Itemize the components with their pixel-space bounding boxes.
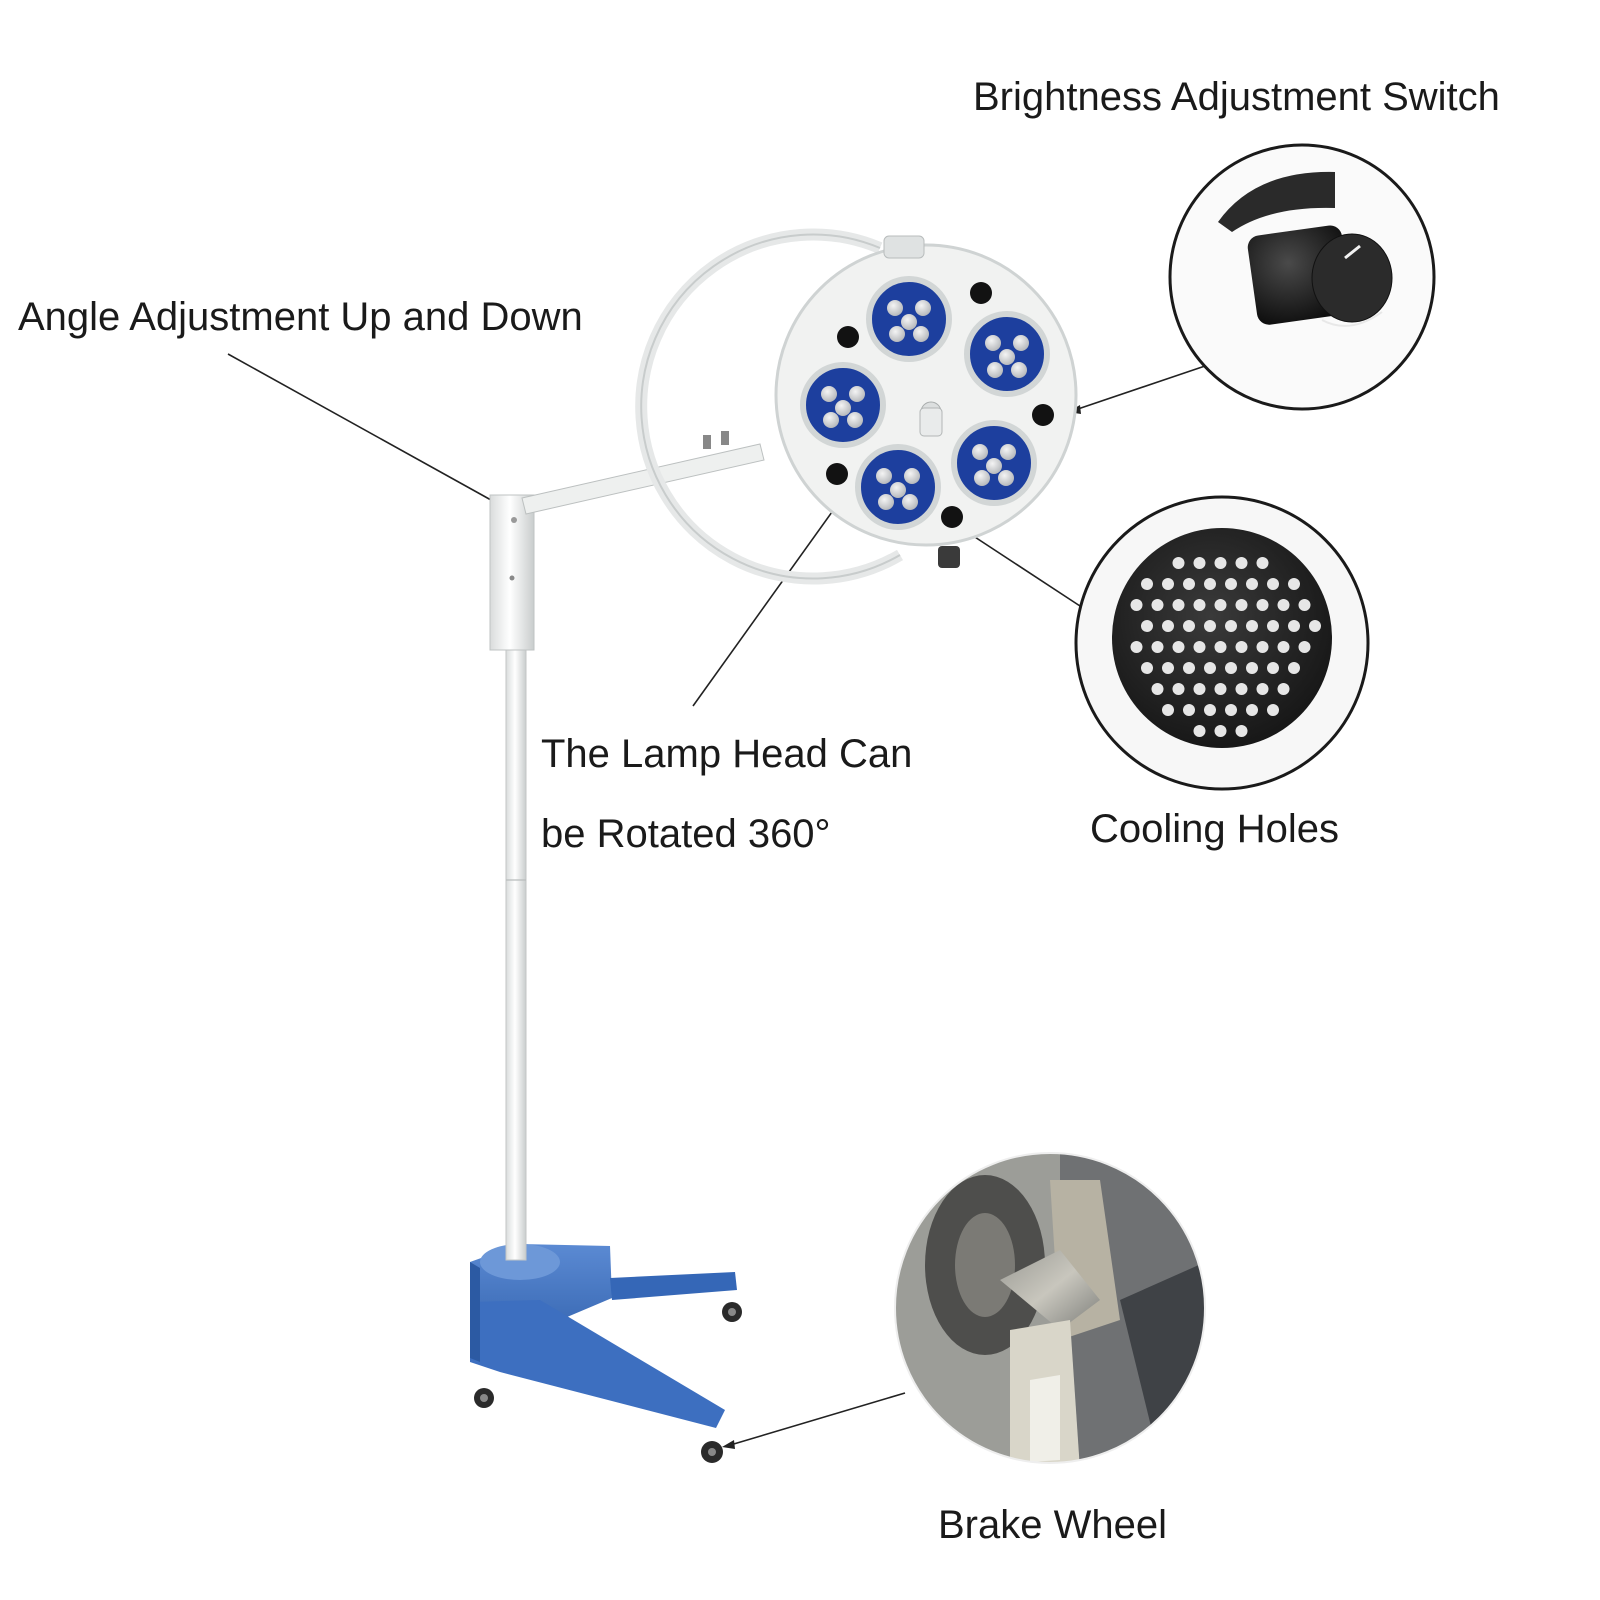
vent-hole <box>1246 578 1258 590</box>
vent-hole <box>1235 725 1248 737</box>
vent-hole <box>1298 641 1311 653</box>
vent-hole <box>1298 599 1311 611</box>
vent-hole <box>1130 599 1143 611</box>
cooling-vent-icon <box>1074 495 1370 791</box>
led-bulbs <box>821 300 1029 510</box>
vent-hole <box>1183 620 1195 632</box>
vent-hole <box>1193 599 1206 611</box>
vent-hole <box>1193 641 1206 653</box>
vent-hole <box>1235 599 1248 611</box>
vent-hole <box>1204 704 1216 716</box>
vent-hole <box>1267 620 1279 632</box>
lamp-head-icon <box>635 228 1078 585</box>
vent-hole <box>1204 578 1216 590</box>
vent-holes <box>1130 557 1321 737</box>
leader-lines <box>227 353 1209 1447</box>
lamp-cooling-holes <box>826 282 1054 528</box>
vent-hole <box>1225 620 1237 632</box>
vent-hole <box>1214 725 1227 737</box>
brake-wheel-icon <box>894 1152 1206 1464</box>
vent-hole <box>1151 599 1164 611</box>
vent-hole <box>1162 704 1174 716</box>
stand-pole <box>489 494 535 1261</box>
vent-hole <box>1172 557 1185 569</box>
vent-hole <box>1256 641 1269 653</box>
vent-hole <box>1256 599 1269 611</box>
rotation-label: The Lamp Head Can be Rotated 360° <box>541 714 912 874</box>
leader-angle <box>227 353 501 506</box>
brightness-knob-icon <box>1168 143 1436 411</box>
stand-base <box>470 1244 737 1428</box>
leader-brake <box>726 1392 906 1447</box>
vent-hole <box>1193 725 1206 737</box>
vent-hole <box>1256 557 1269 569</box>
vent-hole <box>1235 557 1248 569</box>
vent-hole <box>1246 662 1258 674</box>
vent-hole <box>1267 662 1279 674</box>
vent-hole <box>1277 599 1290 611</box>
stand-arm <box>521 431 765 515</box>
vent-hole <box>1172 599 1185 611</box>
rotation-label-line2: be Rotated 360° <box>541 812 831 856</box>
vent-hole <box>1235 683 1248 695</box>
vent-hole <box>1214 557 1227 569</box>
vent-hole <box>1151 641 1164 653</box>
rotation-label-line1: The Lamp Head Can <box>541 732 913 776</box>
leader-brightness <box>1071 364 1209 412</box>
vent-hole <box>1183 704 1195 716</box>
vent-hole <box>1172 683 1185 695</box>
vent-hole <box>1267 578 1279 590</box>
vent-hole <box>1214 683 1227 695</box>
vent-hole <box>1246 704 1258 716</box>
vent-hole <box>1130 641 1143 653</box>
cooling-holes-label: Cooling Holes <box>1090 807 1340 851</box>
vent-hole <box>1288 620 1300 632</box>
vent-hole <box>1309 620 1321 632</box>
vent-hole <box>1162 620 1174 632</box>
vent-hole <box>1288 662 1300 674</box>
vent-hole <box>1256 683 1269 695</box>
vent-hole <box>1151 683 1164 695</box>
vent-hole <box>1141 578 1153 590</box>
brake-wheel-label: Brake Wheel <box>938 1503 1167 1547</box>
vent-hole <box>1235 641 1248 653</box>
vent-hole <box>1267 704 1279 716</box>
vent-hole <box>1183 662 1195 674</box>
vent-hole <box>1277 641 1290 653</box>
vent-hole <box>1225 704 1237 716</box>
vent-hole <box>1183 578 1195 590</box>
vent-hole <box>1193 683 1206 695</box>
vent-hole <box>1225 662 1237 674</box>
vent-hole <box>1172 641 1185 653</box>
vent-hole <box>1225 578 1237 590</box>
vent-hole <box>1162 578 1174 590</box>
vent-hole <box>1141 620 1153 632</box>
vent-hole <box>1277 683 1290 695</box>
vent-hole <box>1214 641 1227 653</box>
leader-rotate <box>692 497 843 707</box>
vent-hole <box>1141 662 1153 674</box>
vent-hole <box>1162 662 1174 674</box>
brightness-switch-label: Brightness Adjustment Switch <box>973 75 1500 119</box>
casters <box>474 1302 742 1463</box>
vent-hole <box>1204 662 1216 674</box>
vent-hole <box>1288 578 1300 590</box>
vent-hole <box>1246 620 1258 632</box>
angle-adjustment-label: Angle Adjustment Up and Down <box>18 295 583 339</box>
vent-hole <box>1204 620 1216 632</box>
vent-hole <box>1214 599 1227 611</box>
vent-hole <box>1193 557 1206 569</box>
